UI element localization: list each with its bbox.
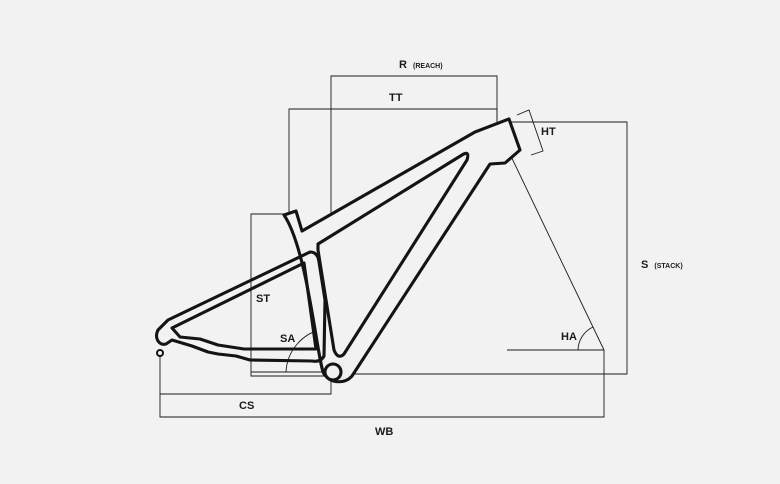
- reach-label-sub: (REACH): [413, 63, 443, 70]
- bike-frame: [155, 117, 522, 384]
- head-tube-dimension: [516, 109, 544, 156]
- main-triangle-inner-outline: [316, 151, 470, 358]
- stack-dimension: [331, 121, 628, 375]
- steering-axis-line: [506, 147, 605, 351]
- stack-label-main: S: [641, 259, 648, 271]
- reach-label: R (REACH): [399, 59, 443, 71]
- bottom-bracket: [323, 362, 343, 382]
- wheelbase-dimension: [159, 350, 605, 418]
- dimension-labels: R (REACH) TT HT S (STACK) HA ST SA CS WB: [239, 59, 683, 438]
- seat-tube-dimension: [250, 213, 332, 377]
- head-angle-label: HA: [561, 331, 577, 343]
- wheelbase-label: WB: [375, 426, 393, 438]
- reach-label-main: R: [399, 59, 407, 71]
- rear-triangle-inner-outline: [170, 261, 318, 351]
- stack-label: S (STACK): [641, 259, 683, 271]
- rear-triangle-outline: [155, 250, 327, 363]
- top-tube-label: TT: [389, 92, 403, 104]
- chainstay-dimension: [159, 355, 332, 395]
- rear-dropout: [156, 349, 164, 357]
- stack-label-sub: (STACK): [654, 263, 682, 270]
- seat-tube-label: ST: [256, 293, 270, 305]
- head-tube-label: HT: [541, 126, 556, 138]
- head-angle-arc: [577, 326, 594, 351]
- seat-angle-label: SA: [280, 333, 295, 345]
- top-tube-dimension: [288, 108, 498, 214]
- chainstay-label: CS: [239, 400, 254, 412]
